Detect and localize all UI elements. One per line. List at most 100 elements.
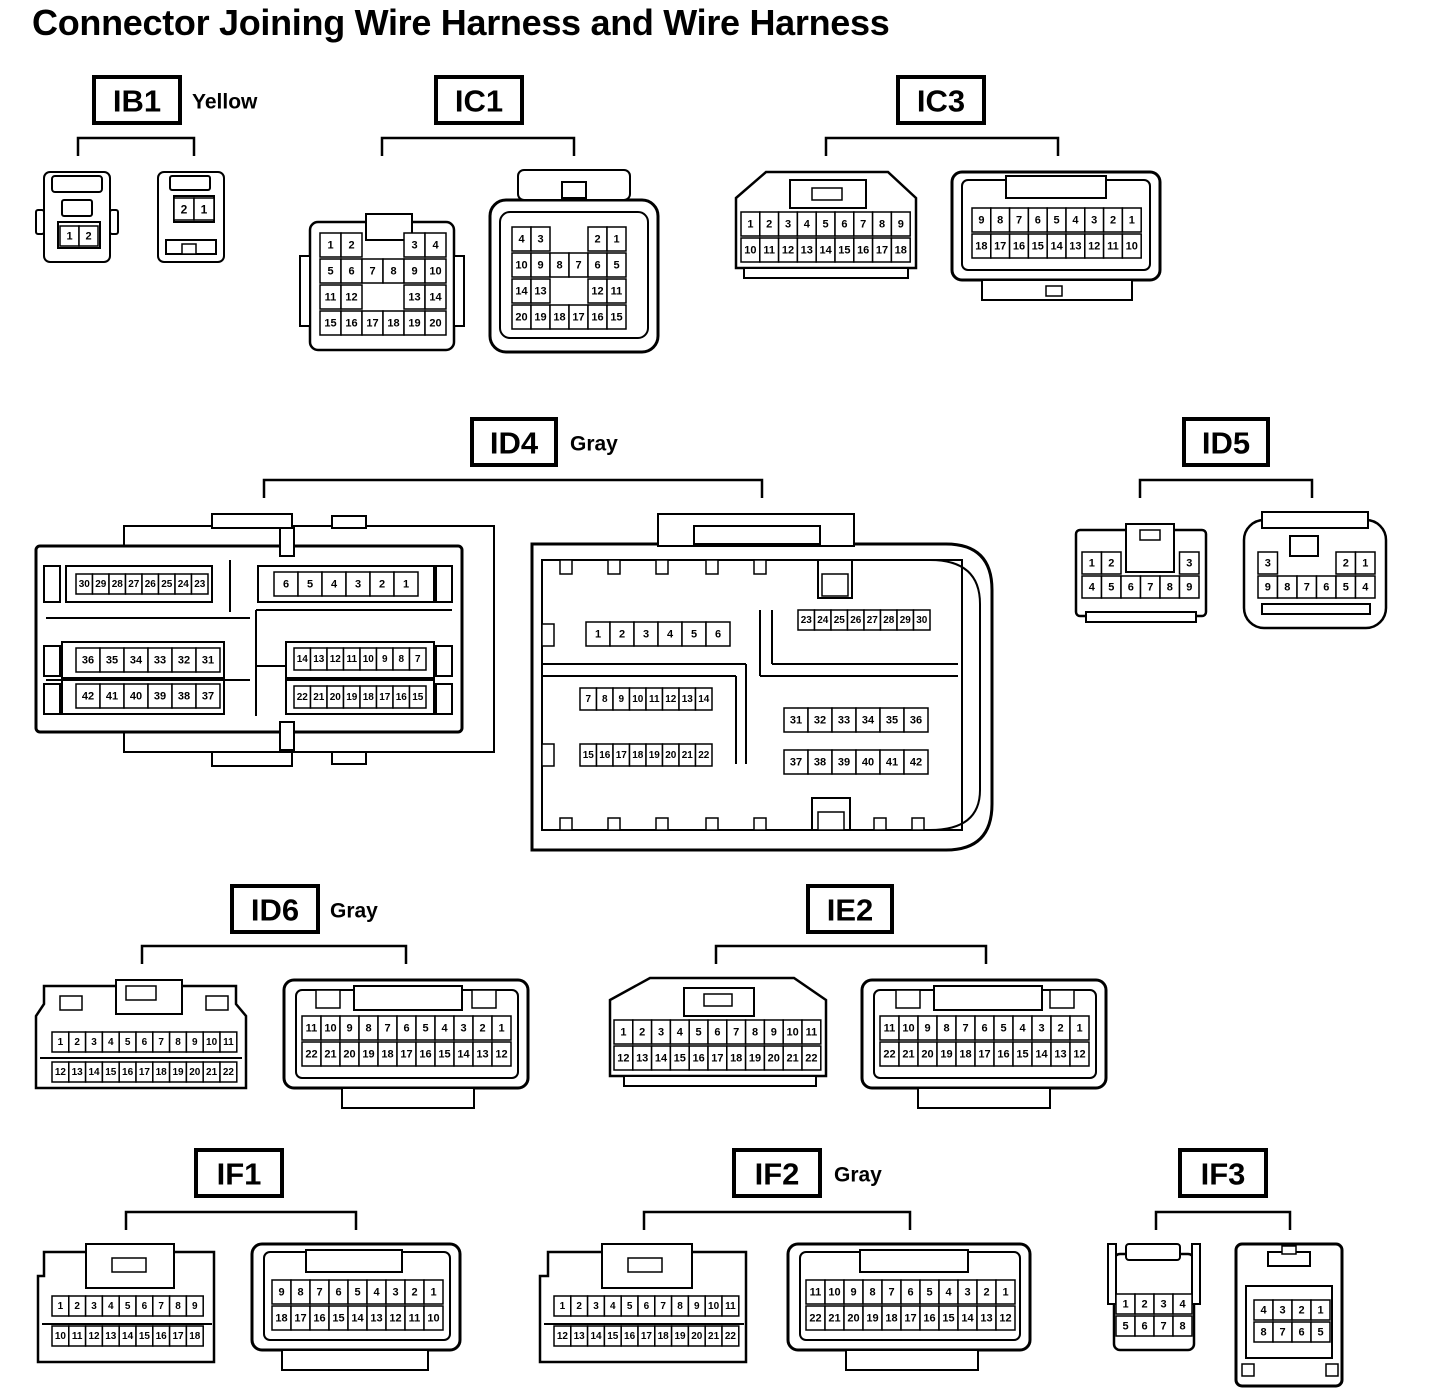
pin-number: 11 — [884, 1023, 896, 1035]
pin-number: 12 — [591, 286, 603, 298]
connector-bracket — [380, 136, 576, 156]
pin-number: 5 — [627, 1301, 633, 1312]
shell-outline — [331, 515, 367, 529]
pin-number: 16 — [923, 1313, 935, 1325]
pin-number: 9 — [771, 1027, 777, 1039]
pin-cell — [1100, 551, 1122, 575]
pin-number: 2 — [181, 203, 188, 217]
pin-cell — [190, 573, 209, 595]
pin-number: 10 — [363, 654, 375, 665]
pin-number: 37 — [790, 757, 802, 769]
shell-outline — [743, 267, 909, 279]
pin-number: 2 — [1298, 1305, 1304, 1317]
pin-number: 10 — [427, 1313, 439, 1325]
pin-number: 5 — [1054, 215, 1060, 227]
pin-number: 5 — [307, 579, 313, 591]
shell-outline — [607, 559, 621, 575]
pin-number: 32 — [814, 715, 826, 727]
pin-number: 18 — [975, 241, 987, 253]
pin-number: 6 — [142, 1037, 148, 1048]
pin-number: 11 — [1107, 241, 1119, 253]
connector-code: ID4 — [490, 426, 539, 461]
pin-number: 15 — [674, 1053, 686, 1065]
connector-bracket — [76, 136, 196, 156]
pin-cell — [855, 749, 881, 775]
pin-number: 2 — [766, 219, 772, 231]
pin-number: 3 — [1038, 1023, 1044, 1035]
connector-code: ID5 — [1202, 426, 1250, 461]
pin-number: 1 — [560, 1301, 566, 1312]
pin-number: 35 — [106, 655, 118, 667]
pin-number: 8 — [365, 1023, 371, 1035]
pin-number: 3 — [1265, 558, 1271, 570]
pin-number: 19 — [362, 1049, 374, 1061]
pin-number: 20 — [330, 692, 342, 703]
connector-code-box — [194, 1148, 284, 1198]
pin-number: 16 — [396, 692, 408, 703]
pin-number: 17 — [379, 692, 391, 703]
pin-number: 12 — [617, 1053, 629, 1065]
connector-code: IF1 — [217, 1157, 262, 1192]
pin-number: 5 — [422, 1023, 428, 1035]
pin-number: 6 — [1035, 215, 1041, 227]
pin-number: 16 — [692, 1053, 704, 1065]
pin-number: 10 — [902, 1023, 914, 1035]
pin-number: 15 — [838, 245, 850, 257]
pin-cell — [1310, 1321, 1331, 1343]
shell-outline — [331, 751, 367, 765]
pin-number: 18 — [189, 1331, 201, 1342]
pin-number: 7 — [962, 1023, 968, 1035]
pin-number: 10 — [828, 1287, 840, 1299]
shell-outline — [821, 573, 849, 597]
pin-number: 11 — [325, 292, 337, 304]
shell-outline — [1191, 1243, 1201, 1305]
pin-number: 13 — [1054, 1049, 1066, 1061]
pin-number: 6 — [1141, 1321, 1147, 1333]
pin-number: 26 — [850, 615, 862, 626]
pin-number: 11 — [649, 694, 660, 705]
pin-number: 22 — [805, 1053, 817, 1065]
pin-number: 11 — [223, 1037, 234, 1048]
pin-number: 12 — [557, 1331, 569, 1342]
connector-code: ID6 — [251, 893, 299, 928]
pin-number: 17 — [994, 241, 1006, 253]
pin-number: 15 — [1016, 1049, 1028, 1061]
pin-number: 4 — [373, 1287, 380, 1299]
shell-outline — [607, 817, 621, 831]
pin-number: 1 — [498, 1023, 504, 1035]
pin-number: 42 — [910, 757, 922, 769]
pin-number: 7 — [369, 266, 375, 278]
pin-number: 10 — [515, 260, 527, 272]
pin-number: 12 — [345, 292, 357, 304]
pin-number: 33 — [838, 715, 850, 727]
connector-code: IF3 — [1201, 1157, 1246, 1192]
pin-number: 11 — [810, 1287, 822, 1299]
pin-number: 2 — [85, 231, 91, 243]
pin-number: 2 — [619, 629, 625, 641]
pin-number: 21 — [313, 692, 325, 703]
pin-number: 4 — [1260, 1305, 1267, 1317]
pin-number: 6 — [644, 1301, 650, 1312]
pin-number: 4 — [677, 1027, 684, 1039]
pin-number: 21 — [786, 1053, 798, 1065]
shell-outline — [279, 721, 295, 751]
pin-cell — [801, 1045, 822, 1071]
pin-number: 19 — [172, 1067, 184, 1078]
pin-cell — [491, 1015, 512, 1041]
pin-number: 38 — [814, 757, 826, 769]
pin-number: 19 — [534, 312, 546, 324]
pin-cell — [995, 1305, 1016, 1331]
pin-number: 9 — [411, 266, 417, 278]
shell-outline — [1241, 1363, 1255, 1377]
pin-number: 19 — [674, 1331, 686, 1342]
pin-number: 18 — [885, 1313, 897, 1325]
pin-number: 31 — [202, 655, 214, 667]
pin-number: 18 — [381, 1049, 393, 1061]
pin-number: 13 — [105, 1331, 117, 1342]
